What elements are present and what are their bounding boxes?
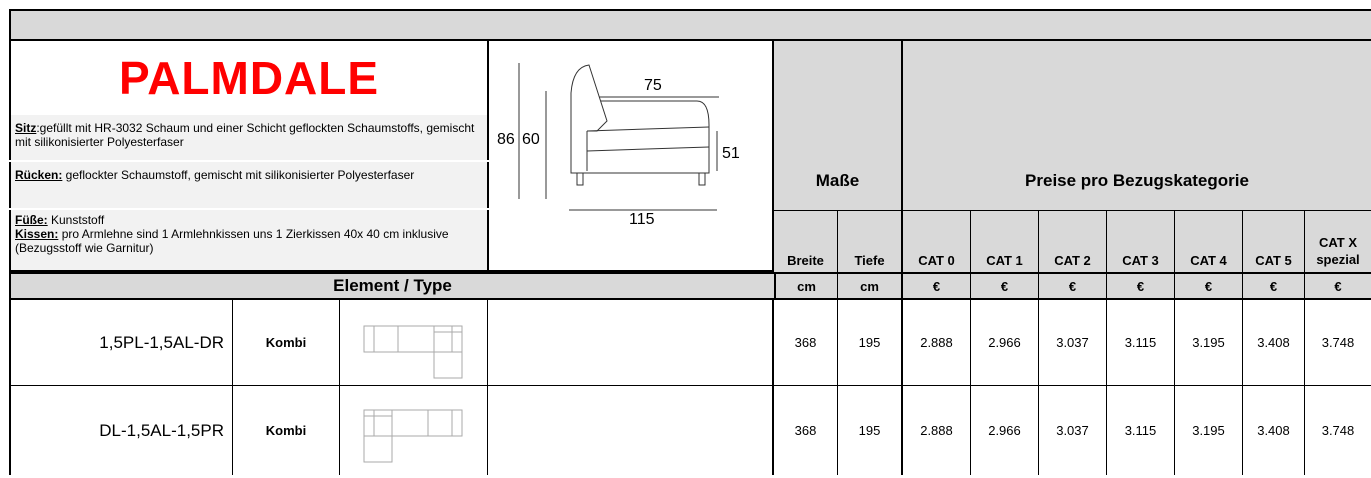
sitz-text: :gefüllt mit HR-3032 Schaum und einer Sc… xyxy=(15,121,475,149)
table-row-1-code: 1,5PL-1,5AL-DR xyxy=(9,300,233,386)
table-row-2-cat-5: 3.408 xyxy=(1243,386,1305,475)
col-header-cat-3: CAT 3 xyxy=(1107,211,1175,272)
col-header-breite: Breite xyxy=(774,211,838,272)
corner-sofa-sketch-icon xyxy=(363,409,463,463)
table-row-1-breite: 368 xyxy=(774,300,838,386)
masse-label: Maße xyxy=(815,171,860,190)
col-header-cat-4: CAT 4 xyxy=(1175,211,1243,272)
unit-cat-3: € xyxy=(1107,272,1175,300)
table-row-2-sketch xyxy=(340,386,488,475)
unit-cat-4: € xyxy=(1175,272,1243,300)
table-row-1-cat-2: 3.037 xyxy=(1039,300,1107,386)
dim-side: 51 xyxy=(722,145,740,162)
table-row-2-cat-2: 3.037 xyxy=(1039,386,1107,475)
top-band xyxy=(9,9,1371,41)
dim-length: 115 xyxy=(629,211,655,228)
preise-header: Preise pro Bezugskategorie xyxy=(903,41,1371,211)
col-header-tiefe: Tiefe xyxy=(838,211,903,272)
table-row-1-cat-1: 2.966 xyxy=(971,300,1039,386)
col-header-cat-0: CAT 0 xyxy=(903,211,971,272)
sofa-element-drawing xyxy=(518,63,719,211)
table-row-1-type: Kombi xyxy=(233,300,340,386)
element-type-header: Element / Type xyxy=(9,272,774,300)
table-row-1-cat-3: 3.115 xyxy=(1107,300,1175,386)
table-row-2-tiefe: 195 xyxy=(838,386,903,475)
product-title: PALMDALE xyxy=(118,52,380,104)
masse-header: Maße xyxy=(774,41,903,211)
col-header-cat-2: CAT 2 xyxy=(1039,211,1107,272)
unit-cat-0: € xyxy=(903,272,971,300)
fuesse-label: Füße: xyxy=(15,213,48,227)
unit-cat-5: € xyxy=(1243,272,1305,300)
sitz-label: Sitz xyxy=(15,121,37,135)
unit-cat-1: € xyxy=(971,272,1039,300)
title-cell: PALMDALE xyxy=(9,41,489,115)
unit-cat-x: € xyxy=(1305,272,1371,300)
ruecken-text: geflockter Schaumstoff, gemischt mit sil… xyxy=(62,168,415,182)
table-row-2-cat-x: 3.748 xyxy=(1321,423,1355,438)
table-row-2-breite: 368 xyxy=(774,386,838,475)
dim-seat-height: 60 xyxy=(522,131,540,148)
unit-cat-2: € xyxy=(1039,272,1107,300)
col-header-cat-5: CAT 5 xyxy=(1243,211,1305,272)
unit-breite: cm xyxy=(774,272,838,300)
unit-tiefe: cm xyxy=(838,272,903,300)
dim-width: 75 xyxy=(644,77,662,94)
table-row-2-cat-1: 2.966 xyxy=(971,386,1039,475)
table-row-1-cat-5: 3.408 xyxy=(1243,300,1305,386)
preise-label: Preise pro Bezugskategorie xyxy=(1025,170,1249,190)
table-row-2-cat-4: 3.195 xyxy=(1175,386,1243,475)
table-row-2-empty xyxy=(488,386,774,475)
table-row-2-cat-0: 2.888 xyxy=(903,386,971,475)
corner-sofa-sketch-icon xyxy=(363,325,463,379)
table-row-1-cat-x: 3.748 xyxy=(1305,300,1371,386)
masse-divider xyxy=(774,210,903,211)
table-row-2-code: DL-1,5AL-1,5PR xyxy=(9,386,233,475)
table-row-1-cat-0: 2.888 xyxy=(903,300,971,386)
cat-x-sub: spezial xyxy=(1316,252,1360,267)
table-row-2-type: Kombi xyxy=(233,386,340,475)
table-row-1-empty xyxy=(488,300,774,386)
fuesse-text: Kunststoff xyxy=(47,213,105,227)
drawing-cell: 75 86 60 51 115 xyxy=(489,41,774,272)
table-row-1-sketch xyxy=(340,300,488,386)
dim-height-total: 86 xyxy=(497,131,515,148)
desc-sitz: Sitz:gefüllt mit HR-3032 Schaum und eine… xyxy=(9,115,489,160)
table-row-2-cat-3: 3.115 xyxy=(1107,386,1175,475)
kissen-label: Kissen: xyxy=(15,227,59,241)
desc-fuesse-kissen: Füße: Kunststoff Kissen: pro Armlehne si… xyxy=(9,210,489,272)
table-row-1-cat-4: 3.195 xyxy=(1175,300,1243,386)
col-header-cat-1: CAT 1 xyxy=(971,211,1039,272)
kissen-text: pro Armlehne sind 1 Armlehnkissen uns 1 … xyxy=(15,227,449,255)
table-row-1-tiefe: 195 xyxy=(838,300,903,386)
col-header-cat-x: CAT X spezial xyxy=(1305,211,1371,272)
ruecken-label: Rücken: xyxy=(15,168,63,182)
desc-ruecken: Rücken: geflockter Schaumstoff, gemischt… xyxy=(9,162,489,208)
